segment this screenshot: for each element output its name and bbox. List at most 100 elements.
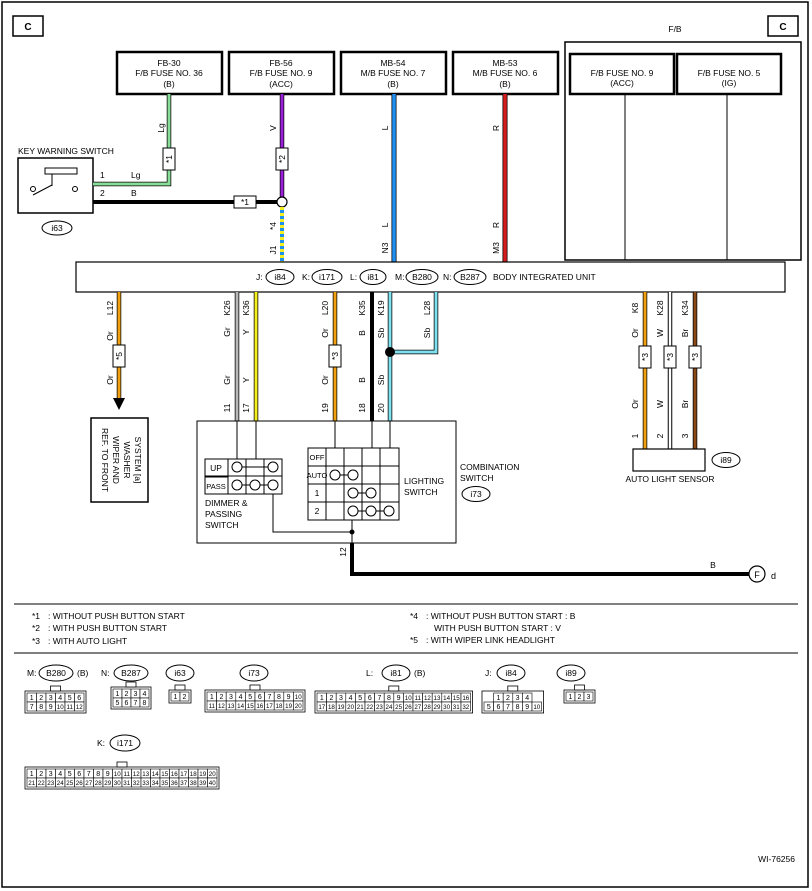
connector-pin-number: 6 <box>258 694 262 701</box>
wire-k35-color-a: B <box>357 330 367 336</box>
fuse-fb30-tag: (B) <box>163 79 175 89</box>
wire-k26-pin: 11 <box>222 403 232 412</box>
conn-i84-oval <box>496 664 526 682</box>
connector-pin-cell <box>207 777 218 788</box>
connector-pin-number: 25 <box>66 780 73 787</box>
connector-pin-number: 3 <box>49 695 53 702</box>
fuse-fb30-id: FB-30 <box>157 58 180 68</box>
ref-box-line2: WIPER AND <box>111 436 121 484</box>
connector-pin-number: 5 <box>116 700 120 707</box>
conn-b280-oval <box>38 664 74 682</box>
connector-pin-number: 25 <box>395 704 402 711</box>
connector-pin-number: 2 <box>125 691 129 698</box>
diagram-code: WI-76256 <box>758 854 795 864</box>
auto-sensor-conn-oval <box>711 452 741 468</box>
fuse-box-fb9 <box>568 52 676 96</box>
biu-m-oval <box>405 269 439 285</box>
wire-v-label: V <box>268 125 278 131</box>
biu-l-oval <box>359 269 387 285</box>
connector-pin-number: 4 <box>349 695 353 702</box>
connector-pin-number: 16 <box>462 695 469 702</box>
fuse-mb53-tag: (B) <box>499 79 511 89</box>
connector-pin-number: 37 <box>180 780 187 787</box>
auto-light-sensor <box>632 448 706 472</box>
fb-block-label: F/B <box>668 24 682 34</box>
biu-k-oval <box>311 269 343 285</box>
wire-n3-label: N3 <box>380 242 390 253</box>
lighting-auto-c2 <box>347 469 359 481</box>
conn-b280-tag: (B) <box>77 668 89 678</box>
connector-pin-number: 12 <box>424 695 431 702</box>
connector-pin-number: 7 <box>134 700 138 707</box>
connector-pin-number: 10 <box>533 704 540 711</box>
wire-v-junction <box>276 196 288 208</box>
connector-pin-number: 38 <box>190 780 197 787</box>
connector-pin-number: 35 <box>161 780 168 787</box>
ground-symbol <box>748 565 766 583</box>
conn-i81-tag: (B) <box>414 668 426 678</box>
legend-n1-mark: *1 <box>32 611 40 621</box>
dimmer-pass: PASS <box>206 482 225 491</box>
legend-n4-text2: WITH PUSH BUTTON START : V <box>434 623 561 633</box>
connector-pin-number: 1 <box>320 695 324 702</box>
fuse-box-mb54 <box>339 50 448 96</box>
lighting-pos1-c2 <box>347 487 359 499</box>
connector-i63-latch <box>174 684 186 691</box>
key-switch-box <box>17 157 94 214</box>
connector-pin-number: 9 <box>49 704 53 711</box>
wire-k28-color-b: W <box>655 400 665 408</box>
key-switch-contact-lever <box>32 184 53 196</box>
star3-box-k8 <box>638 345 652 369</box>
connector-pin-number: 5 <box>358 695 362 702</box>
connector-pin-number: 9 <box>397 695 401 702</box>
connector-pin-number: 1 <box>30 695 34 702</box>
biu-n-oval <box>453 269 487 285</box>
connector-pin-number: 7 <box>87 771 91 778</box>
star5-label: *5 <box>114 352 124 360</box>
wire-k35-label: K35 <box>357 300 367 315</box>
connector-pin-number: 28 <box>95 780 102 787</box>
lighting-pos2: 2 <box>315 506 320 516</box>
connector-pin-number: 1 <box>210 694 214 701</box>
connector-pin-number: 23 <box>376 704 383 711</box>
biu-n-conn: B287 <box>460 272 480 282</box>
legend-n3-text: : WITH AUTO LIGHT <box>48 636 127 646</box>
wire-l28-color <box>390 292 438 354</box>
connector-pin-number: 22 <box>38 780 45 787</box>
connector-pin-number: 8 <box>143 700 147 707</box>
ref-box-line1: REF. TO FRONT <box>100 428 110 492</box>
wire-k26-label: K26 <box>222 300 232 315</box>
wire-k34-color-a: Br <box>680 329 690 338</box>
continuation-right-label: C <box>779 22 786 33</box>
connector-pin-number: 2 <box>329 695 333 702</box>
dimmer-up: UP <box>210 463 222 473</box>
connector-pin-number: 14 <box>152 771 159 778</box>
wire-ground-color: B <box>710 560 716 570</box>
wire-l12-color-a: Or <box>105 331 115 341</box>
connector-pin-number: 12 <box>133 771 140 778</box>
connector-pin-number: 2 <box>39 695 43 702</box>
connector-pin-number: 14 <box>443 695 450 702</box>
connector-pin-number: 8 <box>277 694 281 701</box>
ground-letter: F <box>754 570 760 580</box>
combo-conn-oval <box>461 486 491 502</box>
connector-pin-number: 29 <box>104 780 111 787</box>
connector-pin-number: 6 <box>368 695 372 702</box>
wire-j1-label: J1 <box>268 245 278 254</box>
wire-k19-pin: 20 <box>376 403 386 413</box>
connector-pin-number: 2 <box>506 695 510 702</box>
connector-pin-number: 4 <box>239 694 243 701</box>
star3-label-k34: *3 <box>690 353 700 361</box>
connector-i171-latch <box>116 761 128 768</box>
wire-l28-junction <box>385 347 395 357</box>
key-switch-contact-a <box>30 186 36 192</box>
connector-pin-number: 26 <box>76 780 83 787</box>
fuse-mb54-tag: (B) <box>387 79 399 89</box>
wire-l28-label: L28 <box>422 301 432 315</box>
connector-pin-number: 13 <box>434 695 441 702</box>
connector-pin-number: 4 <box>525 695 529 702</box>
wire-k19-color-b: Sb <box>376 375 386 386</box>
